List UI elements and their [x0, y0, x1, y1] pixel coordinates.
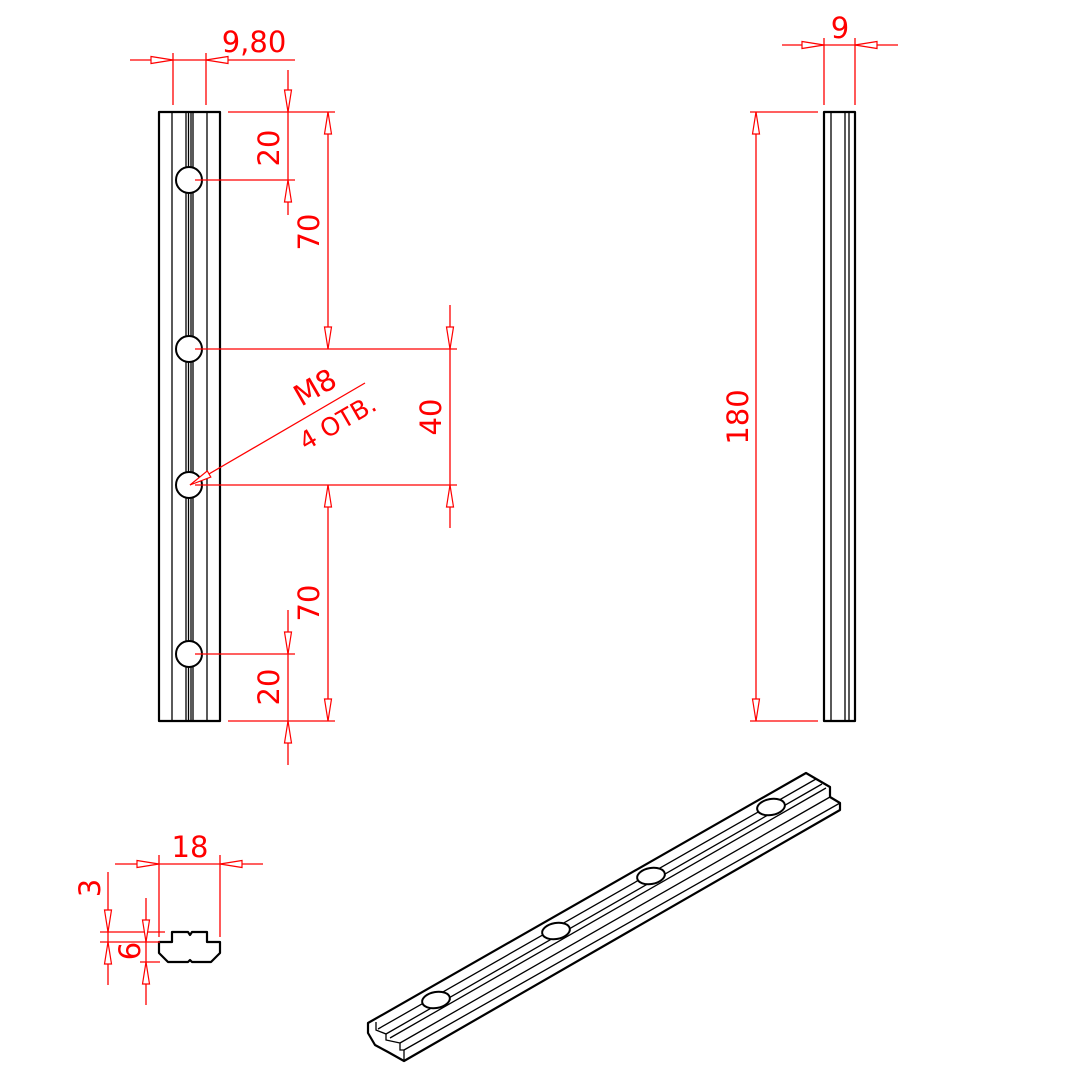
dimension-arrowhead [801, 40, 825, 50]
dimension-arrowhead [751, 111, 761, 135]
dimension-arrowhead [283, 720, 293, 744]
front-view-outline [157, 110, 222, 723]
side-view-outline [822, 110, 857, 723]
dimension-arrowhead [189, 470, 212, 486]
dim-section-step-3: 3 [73, 879, 107, 897]
dimension-arrowhead [141, 961, 151, 985]
dimension-arrowhead [136, 859, 160, 869]
dim-length-180: 180 [721, 389, 755, 444]
iso-outline [366, 771, 842, 1063]
isometric-view [366, 771, 842, 1063]
dimension-arrowhead [141, 919, 151, 943]
dimension-arrowhead [205, 55, 229, 65]
dimension-arrowhead [103, 941, 113, 965]
dim-top-offset-20: 20 [252, 130, 286, 167]
dimension-arrowhead [323, 111, 333, 135]
front-view [157, 110, 222, 723]
dimension-arrowhead [751, 698, 761, 722]
side-view: 9 180 [721, 11, 898, 723]
dimension-arrowhead [323, 484, 333, 508]
dimension-arrowhead [445, 326, 455, 350]
dim-middle-spacing-40: 40 [414, 399, 448, 436]
dim-bottom-offset-20: 20 [252, 669, 286, 706]
dimension-arrowhead [219, 859, 243, 869]
dim-lower-spacing-70: 70 [292, 585, 326, 622]
dim-upper-spacing-70: 70 [292, 214, 326, 251]
dim-section-height-6: 6 [113, 942, 147, 960]
iso-holes [421, 797, 786, 1010]
dimension-arrows [103, 40, 878, 985]
section-view: 18 3 6 [73, 830, 263, 1005]
dimension-arrowhead [283, 89, 293, 113]
dimension-arrowhead [150, 55, 174, 65]
dimension-arrowhead [283, 631, 293, 655]
dimension-arrowhead [323, 326, 333, 350]
dimension-arrowhead [854, 40, 878, 50]
profile-section [157, 930, 222, 964]
dimension-arrowhead [283, 179, 293, 203]
dim-thickness-9: 9 [831, 11, 849, 45]
front-view-groove-lines [171, 112, 208, 721]
thread-callout: M8 [288, 362, 343, 413]
front-view-dimensions: 9,80 20 70 40 70 20 M8 4 ОТВ. [130, 25, 457, 765]
dimension-arrowhead [323, 698, 333, 722]
dimension-arrowhead [103, 909, 113, 933]
dim-width-9-80: 9,80 [222, 25, 287, 59]
dimension-arrowhead [445, 484, 455, 508]
dim-section-width-18: 18 [172, 830, 209, 864]
